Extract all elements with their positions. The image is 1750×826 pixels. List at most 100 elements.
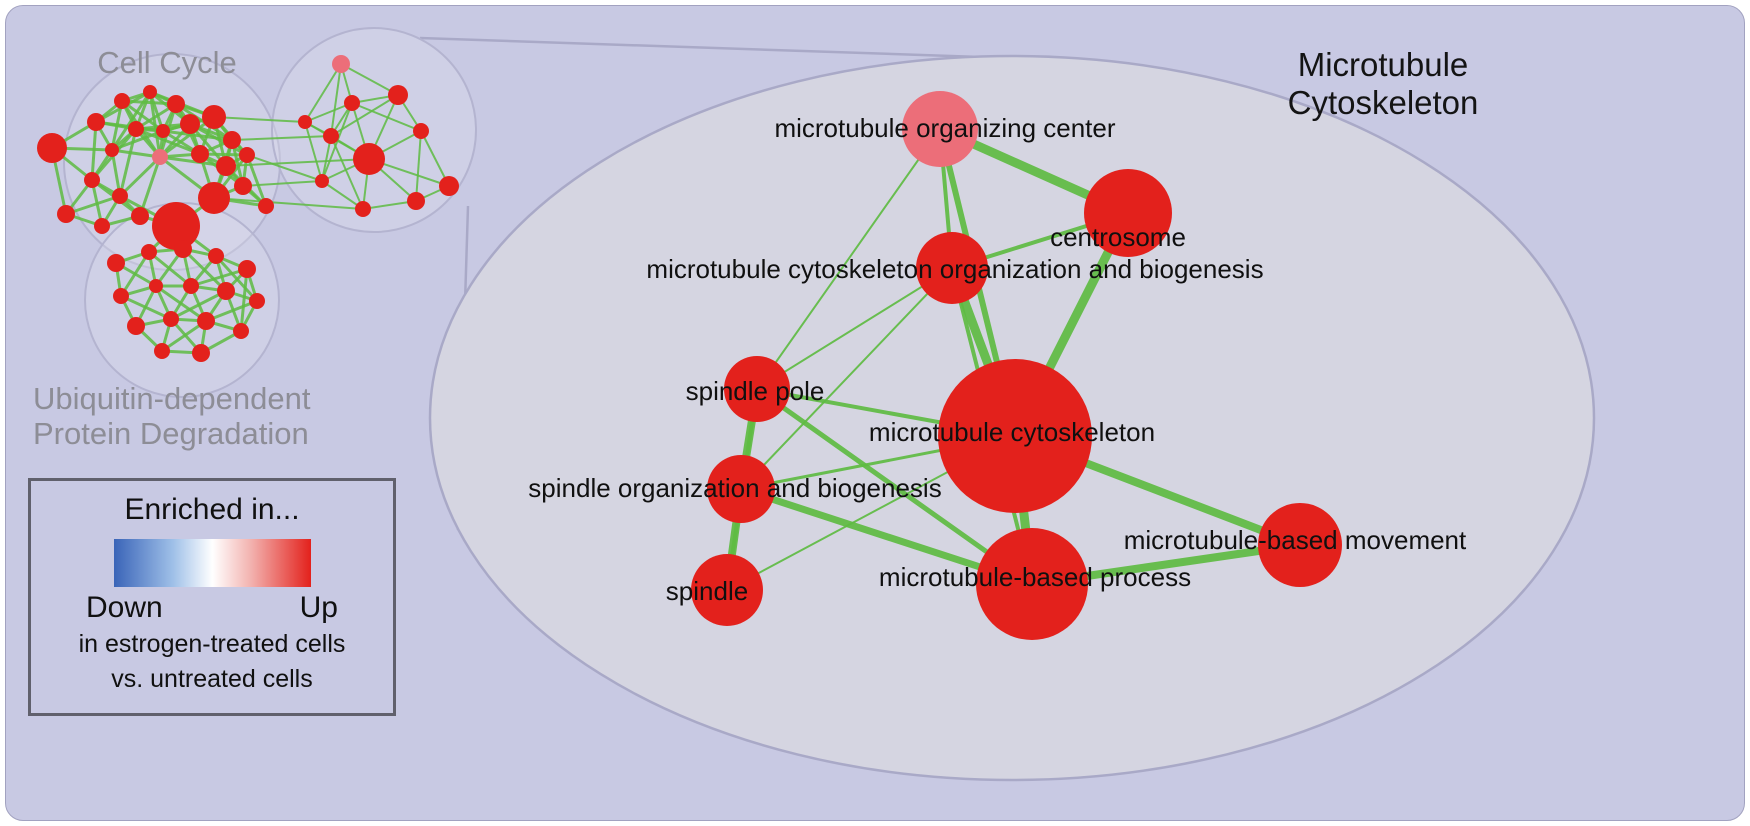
mini-node xyxy=(208,248,224,264)
edge-mcob-sob xyxy=(740,267,953,490)
node-label-mc: microtubule cytoskeleton xyxy=(869,417,1155,447)
network-edge xyxy=(111,148,161,159)
mini-node xyxy=(113,288,129,304)
network-edge xyxy=(351,102,422,132)
edge-sp-mbp xyxy=(754,386,1035,587)
node-mc xyxy=(938,359,1092,513)
node-mbp xyxy=(976,528,1088,640)
mini-node xyxy=(216,156,236,176)
mini-node xyxy=(407,192,425,210)
network-edge xyxy=(110,100,124,151)
network-edge xyxy=(245,154,268,207)
mini-node xyxy=(332,55,350,73)
network-edge xyxy=(231,135,332,141)
mini-node xyxy=(141,244,157,260)
mini-node xyxy=(87,113,105,131)
mini-node xyxy=(114,93,130,109)
mini-node xyxy=(107,254,125,272)
mini-node xyxy=(156,124,170,138)
network-edge xyxy=(205,299,258,323)
node-label-moc: microtubule organizing center xyxy=(774,113,1115,143)
node-label-mbm: microtubule-based movement xyxy=(1124,525,1467,555)
network-edge xyxy=(121,99,177,106)
mini-node xyxy=(233,323,249,339)
detail-network-layer: microtubule organizing centercentrosomem… xyxy=(528,91,1467,640)
mini-node xyxy=(192,344,210,362)
mini-node xyxy=(202,105,226,129)
mini-node xyxy=(84,172,100,188)
legend-title: Enriched in... xyxy=(124,493,300,526)
cluster-label-cell-cycle: Cell Cycle xyxy=(97,45,237,80)
mini-node xyxy=(388,85,408,105)
cluster-label-ubiquitin-line1: Ubiquitin-dependent xyxy=(33,381,311,416)
detail-title-line1: Microtubule xyxy=(1298,46,1469,83)
legend-caption-line2: vs. untreated cells xyxy=(111,665,313,694)
network-edge xyxy=(118,128,138,197)
network-edge xyxy=(118,155,162,198)
network-edge xyxy=(213,197,364,210)
mini-node xyxy=(94,218,110,234)
node-label-s: spindle xyxy=(666,576,748,606)
network-edge xyxy=(110,91,152,151)
node-label-mcob: microtubule cytoskeleton organization an… xyxy=(646,254,1263,284)
legend-down-label: Down xyxy=(86,591,163,624)
mini-node xyxy=(163,311,179,327)
network-edge xyxy=(170,289,227,321)
mini-node xyxy=(183,278,199,294)
network-edge xyxy=(242,180,323,187)
mini-node xyxy=(105,143,119,157)
mini-node xyxy=(154,343,170,359)
mini-node xyxy=(152,202,200,250)
cluster-outline-microtubule-mini xyxy=(271,27,477,233)
node-mcob xyxy=(916,232,988,304)
node-moc xyxy=(902,91,978,167)
network-edge xyxy=(321,180,364,210)
node-sp xyxy=(724,356,790,422)
node-label-cen: centrosome xyxy=(1050,222,1186,252)
mini-node xyxy=(249,293,265,309)
mini-node xyxy=(37,133,67,163)
mini-node xyxy=(298,115,312,129)
mini-node xyxy=(127,317,145,335)
edge-mcob-sp xyxy=(756,267,953,390)
mini-node xyxy=(238,260,256,278)
legend-updown-row: Down Up xyxy=(86,591,338,625)
network-edge xyxy=(304,102,353,123)
mini-node xyxy=(344,95,360,111)
node-label-sob: spindle organization and biogenesis xyxy=(528,473,941,503)
mini-node xyxy=(439,176,459,196)
legend-up-label: Up xyxy=(299,591,338,624)
mini-node xyxy=(258,198,274,214)
network-edge xyxy=(111,129,164,152)
mini-node xyxy=(57,205,75,223)
node-label-mbp: microtubule-based process xyxy=(879,562,1191,592)
cluster-label-ubiquitin-line2: Protein Degradation xyxy=(33,416,309,451)
network-edge xyxy=(190,267,248,288)
mini-node xyxy=(323,128,339,144)
mini-node xyxy=(355,201,371,217)
detail-title-line2: Cytoskeleton xyxy=(1288,84,1479,121)
mini-node xyxy=(131,207,149,225)
network-edge xyxy=(65,194,121,216)
network-edge xyxy=(90,121,98,181)
mini-node xyxy=(174,240,192,258)
mini-node xyxy=(128,121,144,137)
mini-node xyxy=(315,174,329,188)
network-edge xyxy=(148,91,162,158)
network-edge xyxy=(330,135,364,210)
network-edge xyxy=(213,116,306,123)
legend-caption-line1: in estrogen-treated cells xyxy=(78,630,346,658)
mini-node xyxy=(167,95,185,113)
network-edge xyxy=(321,102,353,182)
mini-node xyxy=(239,147,255,163)
mini-node xyxy=(413,123,429,139)
node-mbm xyxy=(1258,503,1342,587)
mini-node xyxy=(112,188,128,204)
mini-node xyxy=(197,312,215,330)
mini-network-layer xyxy=(37,27,477,398)
node-label-sp: spindle pole xyxy=(686,376,825,406)
mini-node xyxy=(223,131,241,149)
mini-node xyxy=(149,279,163,293)
